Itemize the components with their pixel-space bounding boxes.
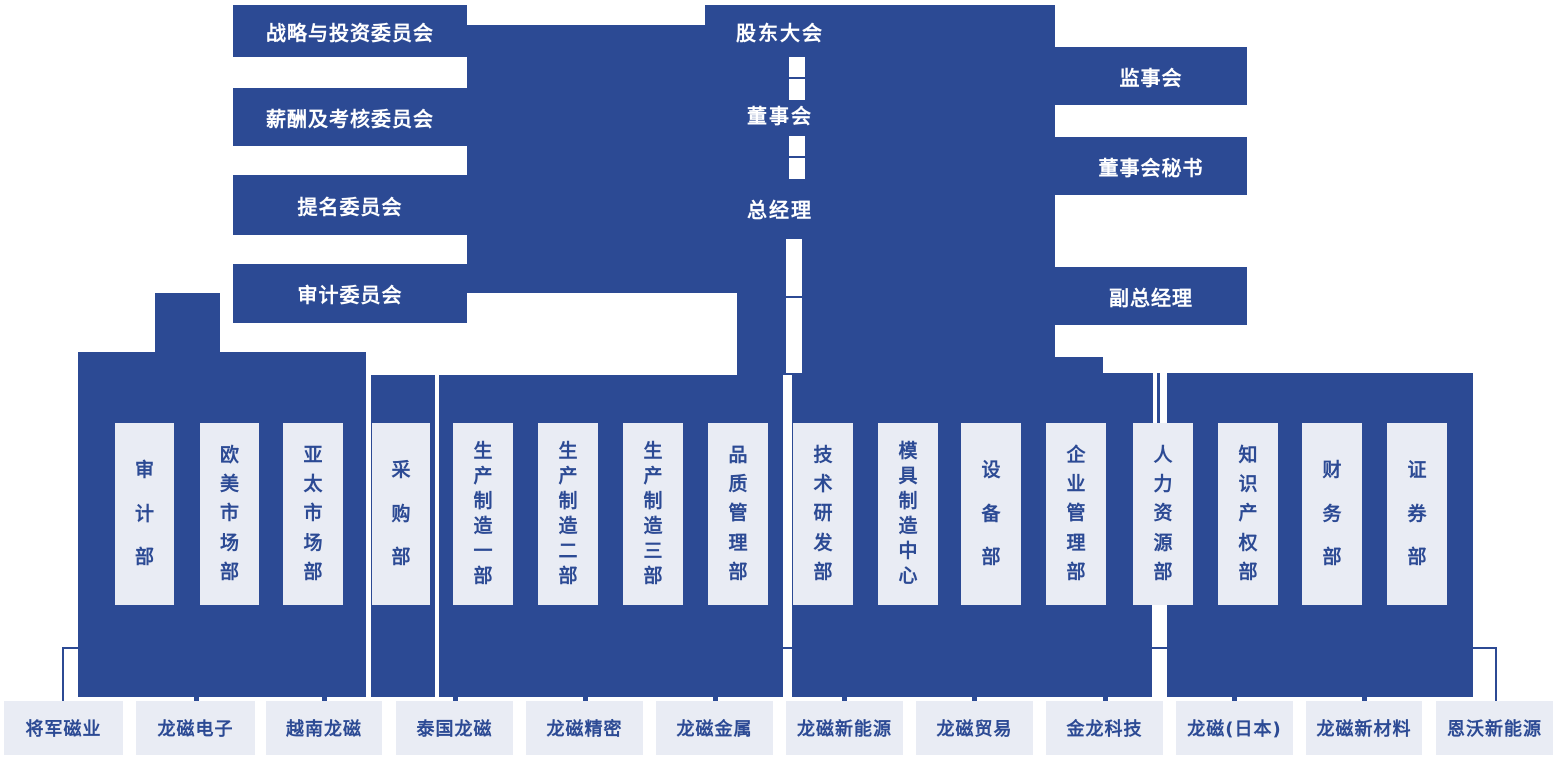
deputy-general-manager-box: 副总经理 bbox=[1055, 267, 1247, 325]
dept-box-audit: 审计部 bbox=[115, 423, 174, 605]
dept-box-europe-america-market: 欧美市场部 bbox=[200, 423, 259, 605]
shareholders-meeting-box bbox=[705, 5, 1055, 45]
stub-connector bbox=[322, 690, 327, 701]
dept-box-enterprise-management: 企业管理部 bbox=[1046, 423, 1106, 605]
connector-shareholders-board bbox=[789, 57, 805, 100]
committee-box-audit: 审计委员会 bbox=[233, 264, 467, 323]
connector-right-horizontal bbox=[1473, 647, 1497, 649]
subsidiary-box-enwo-new-energy: 恩沃新能源 bbox=[1436, 701, 1553, 755]
board-secretary-box: 董事会秘书 bbox=[1055, 137, 1247, 195]
connector-gap-de bbox=[1149, 647, 1170, 649]
subsidiary-box-longci-precision: 龙磁精密 bbox=[526, 701, 643, 755]
dept-box-ip: 知识产权部 bbox=[1218, 423, 1278, 605]
dept-box-production-2: 生产制造二部 bbox=[538, 423, 598, 605]
dept-box-procurement: 采购部 bbox=[372, 423, 430, 605]
dept-box-rnd: 技术研发部 bbox=[793, 423, 853, 605]
connector-right-vertical bbox=[1495, 647, 1497, 701]
stub-connector bbox=[194, 690, 199, 701]
committee-box-compensation-assessment: 薪酬及考核委员会 bbox=[233, 88, 467, 146]
right-column-step bbox=[1055, 357, 1103, 375]
subsidiary-box-longci-new-material: 龙磁新材料 bbox=[1306, 701, 1422, 755]
subsidiary-box-longci-electronics: 龙磁电子 bbox=[136, 701, 255, 755]
committee-box-nomination: 提名委员会 bbox=[233, 175, 467, 235]
subsidiary-box-longci-japan: 龙磁(日本) bbox=[1176, 701, 1293, 755]
connector-gap-cd bbox=[779, 647, 796, 649]
subsidiary-box-thailand-longci: 泰国龙磁 bbox=[396, 701, 513, 755]
stub-connector bbox=[713, 690, 718, 701]
dept-box-quality-management: 品质管理部 bbox=[708, 423, 768, 605]
subsidiary-box-jiangjun-magnet: 将军磁业 bbox=[4, 701, 123, 755]
dept-box-production-3: 生产制造三部 bbox=[623, 423, 683, 605]
stub-connector bbox=[1362, 690, 1367, 701]
connector-board-gm bbox=[789, 136, 805, 179]
central-cutout bbox=[466, 293, 737, 375]
stub-connector bbox=[972, 690, 977, 701]
subsidiary-box-longci-trading: 龙磁贸易 bbox=[916, 701, 1033, 755]
dept-box-production-1: 生产制造一部 bbox=[453, 423, 513, 605]
supervisory-board-box: 监事会 bbox=[1055, 47, 1247, 105]
shareholders-meeting-label: 股东大会 bbox=[736, 21, 824, 45]
stub-connector bbox=[1103, 690, 1108, 701]
dept-box-securities: 证券部 bbox=[1387, 423, 1447, 605]
subsidiary-box-longci-new-energy: 龙磁新能源 bbox=[786, 701, 903, 755]
board-of-directors-label: 董事会 bbox=[747, 104, 813, 128]
stub-connector bbox=[453, 690, 458, 701]
general-manager-label: 总经理 bbox=[747, 198, 813, 222]
dept-box-mold-center: 模具制造中心 bbox=[878, 423, 938, 605]
committee-box-strategy-investment: 战略与投资委员会 bbox=[233, 5, 467, 57]
dept-box-asia-pacific-market: 亚太市场部 bbox=[283, 423, 343, 605]
subsidiary-box-jinlong-tech: 金龙科技 bbox=[1046, 701, 1163, 755]
dept-box-finance: 财务部 bbox=[1302, 423, 1362, 605]
dept-box-hr: 人力资源部 bbox=[1133, 423, 1193, 605]
dept-box-equipment: 设备部 bbox=[961, 423, 1021, 605]
subsidiary-box-longci-metal: 龙磁金属 bbox=[656, 701, 773, 755]
stub-connector bbox=[842, 690, 847, 701]
stub-connector bbox=[583, 690, 588, 701]
panel-a-riser bbox=[155, 293, 220, 353]
subsidiary-box-vietnam-longci: 越南龙磁 bbox=[266, 701, 382, 755]
stub-connector bbox=[1232, 690, 1237, 701]
connector-left-vertical bbox=[62, 647, 64, 701]
panel-d-e-slit-line bbox=[1157, 373, 1160, 425]
connector-left-horizontal bbox=[62, 647, 80, 649]
